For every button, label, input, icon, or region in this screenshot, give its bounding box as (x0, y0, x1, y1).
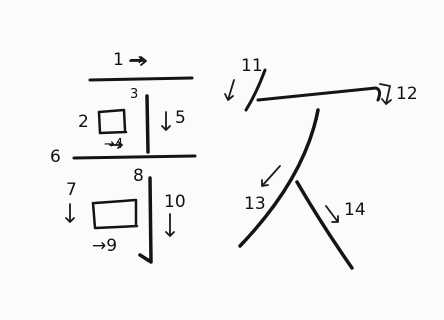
stroke-label-9: →9 (92, 236, 118, 256)
stroke-label-10: 10 (164, 192, 186, 212)
stroke-5 (145, 94, 150, 154)
arrow-11 (224, 79, 235, 101)
stroke-4 (98, 130, 128, 135)
stroke-label-11: 11 (241, 56, 263, 76)
stroke-11 (244, 68, 267, 112)
arrow-12 (379, 83, 392, 105)
stroke-label-13: 13 (244, 194, 266, 214)
arrow-1 (129, 56, 147, 66)
stroke-label-1: 1 → (113, 50, 144, 70)
stroke-label-14: 14 (344, 200, 366, 220)
stroke-label-12: 12 (396, 84, 418, 104)
stroke-9 (94, 224, 139, 230)
stroke-6 (72, 154, 197, 160)
stroke-2 (97, 110, 102, 135)
stroke-label-7: 7 (66, 180, 77, 200)
stroke-14 (295, 180, 354, 270)
stroke-10 (138, 176, 153, 264)
stroke-label-8: 8 (133, 166, 144, 186)
arrow-7 (65, 203, 75, 223)
stroke-label-3: 3 (130, 87, 139, 102)
stroke-1 (88, 76, 194, 82)
stroke-label-4: →4 (104, 137, 124, 152)
arrow-14 (325, 205, 339, 223)
arrow-5 (161, 111, 171, 131)
stroke-12 (256, 86, 382, 102)
stroke-13 (238, 108, 320, 248)
arrow-10 (165, 213, 175, 237)
arrow-13 (261, 165, 281, 187)
arrow-4 (109, 141, 123, 149)
stroke-3 (97, 108, 127, 132)
stroke-label-6: 6 (50, 147, 61, 167)
stroke-7 (91, 201, 97, 230)
stroke-label-5: 5 (175, 108, 186, 128)
stroke-8 (93, 198, 138, 226)
stroke-label-2: 2 (78, 112, 89, 132)
